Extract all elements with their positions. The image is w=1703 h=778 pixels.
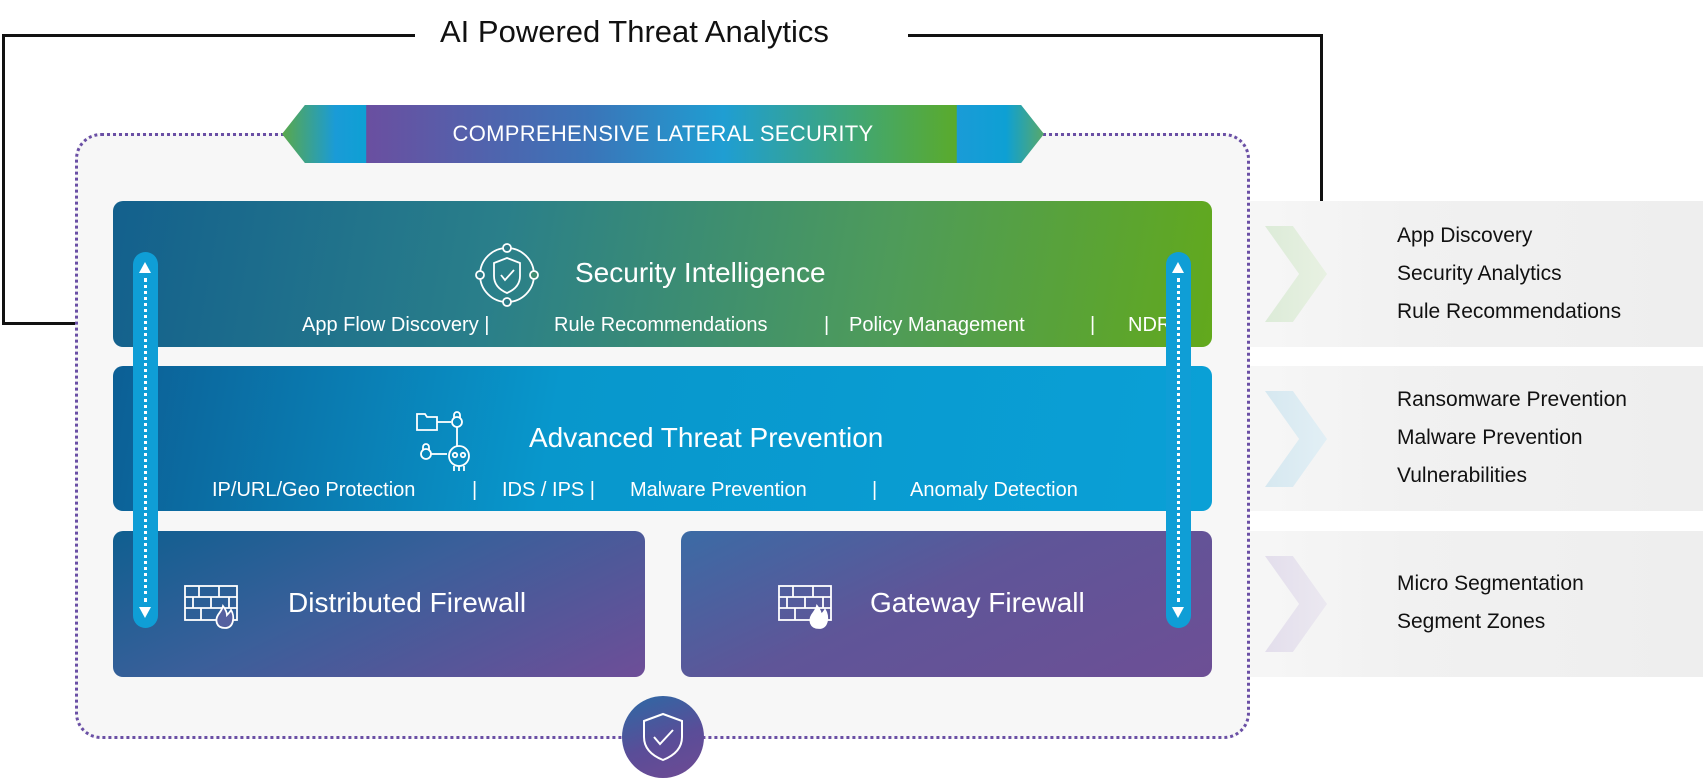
- separator: |: [472, 479, 478, 501]
- firewall-icon: [184, 585, 238, 629]
- layer-title: Distributed Firewall: [288, 587, 527, 618]
- arrow-up-icon: [139, 262, 151, 273]
- layer-title: Advanced Threat Prevention: [529, 422, 884, 453]
- shield-network-icon: [475, 243, 539, 307]
- layer-title: Security Intelligence: [575, 257, 826, 288]
- separator: |: [872, 479, 878, 501]
- diagram-title: AI Powered Threat Analytics: [440, 14, 829, 49]
- side-item: App Discovery: [1397, 224, 1533, 247]
- banner: COMPREHENSIVE LATERAL SECURITY: [282, 105, 1044, 163]
- shield-badge: [622, 696, 704, 778]
- layer-distributed-firewall: Distributed Firewall: [113, 531, 645, 677]
- threat-network-icon: [416, 411, 470, 471]
- capability-label: Anomaly Detection: [910, 479, 1078, 501]
- separator: |: [824, 314, 830, 336]
- bracket-line-right-vertical: [1320, 34, 1323, 222]
- side-list-segmentation: Micro Segmentation Segment Zones: [1397, 565, 1584, 641]
- side-item: Security Analytics: [1397, 262, 1562, 285]
- side-row-segmentation: Micro Segmentation Segment Zones: [1210, 531, 1703, 677]
- arrow-up-icon: [1172, 262, 1184, 273]
- chevron-icon: [1265, 391, 1327, 487]
- bidirectional-arrow-left: [133, 252, 158, 628]
- side-item: Malware Prevention: [1397, 426, 1583, 449]
- firewall-icon: [778, 585, 832, 629]
- side-row-prevention: Ransomware Prevention Malware Prevention…: [1210, 366, 1703, 511]
- bracket-line-right-top: [908, 34, 1323, 37]
- capability-label: NDR: [1128, 314, 1172, 336]
- layer-security-intelligence: Security Intelligence App Flow Discovery…: [113, 201, 1212, 347]
- side-item: Rule Recommendations: [1397, 300, 1622, 323]
- capability-label: Rule Recommendations: [554, 314, 768, 336]
- capability-label: IDS / IPS |: [502, 479, 595, 501]
- arrow-down-icon: [139, 607, 151, 618]
- dotted-line: [1177, 278, 1180, 602]
- bidirectional-arrow-right: [1166, 252, 1191, 628]
- side-item: Segment Zones: [1397, 610, 1546, 633]
- separator: |: [1090, 314, 1096, 336]
- layer-gateway-firewall: Gateway Firewall: [681, 531, 1212, 677]
- side-item: Ransomware Prevention: [1397, 388, 1627, 411]
- layer-advanced-threat-prevention: Advanced Threat Prevention IP/URL/Geo Pr…: [113, 366, 1212, 511]
- side-list-intelligence: App Discovery Security Analytics Rule Re…: [1397, 217, 1621, 331]
- shield-check-icon: [643, 712, 683, 762]
- arrow-down-icon: [1172, 607, 1184, 618]
- side-item: Micro Segmentation: [1397, 572, 1584, 595]
- dotted-line: [144, 278, 147, 602]
- bracket-line-left-bottom: [2, 322, 115, 325]
- capability-label: IP/URL/Geo Protection: [212, 479, 416, 501]
- layer-title: Gateway Firewall: [870, 587, 1085, 618]
- capability-label: App Flow Discovery |: [302, 314, 490, 336]
- bracket-line-left-top: [2, 34, 415, 37]
- side-list-prevention: Ransomware Prevention Malware Prevention…: [1397, 381, 1627, 495]
- side-item: Vulnerabilities: [1397, 464, 1527, 487]
- side-row-intelligence: App Discovery Security Analytics Rule Re…: [1210, 201, 1703, 347]
- capability-label: Malware Prevention: [630, 479, 807, 501]
- chevron-icon: [1265, 556, 1327, 652]
- chevron-icon: [1265, 226, 1327, 322]
- capability-label: Policy Management: [849, 314, 1025, 336]
- bracket-line-left-vertical: [2, 34, 5, 325]
